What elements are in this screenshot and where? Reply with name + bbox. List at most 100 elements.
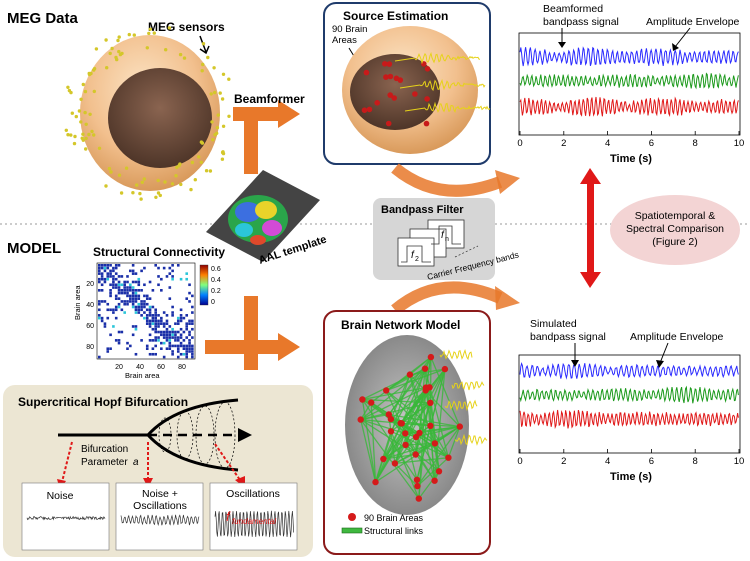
matrix-cell	[185, 327, 189, 331]
noise-trace	[26, 515, 106, 521]
structural-link	[405, 425, 460, 435]
matrix-cell	[106, 302, 110, 306]
model-title: MODEL	[7, 240, 61, 257]
sensor-dot	[92, 89, 97, 94]
matrix-cell	[134, 305, 138, 309]
aal-template	[206, 170, 320, 262]
matrix-cell	[98, 308, 101, 312]
sensor-dot	[117, 49, 121, 54]
matrix-cell	[143, 294, 146, 298]
connectivity-matrix	[96, 262, 209, 360]
structural-link	[416, 426, 461, 487]
matrix-cell	[131, 272, 135, 275]
matrix-cell	[134, 291, 138, 295]
matrix-cell	[185, 272, 189, 275]
sensor-dot	[69, 133, 73, 137]
matrix-cell	[179, 341, 183, 345]
matrix-cell	[114, 294, 118, 298]
matrix-cell	[131, 280, 135, 284]
legend-links-label: Structural links	[364, 526, 424, 536]
matrix-cell	[131, 264, 135, 267]
legend-link-icon	[341, 527, 363, 534]
matrix-cell	[145, 294, 149, 298]
sensor-dot	[79, 120, 83, 124]
matrix-cell	[151, 339, 155, 342]
comparison-ellipse	[610, 195, 740, 265]
sensor-dot	[227, 114, 231, 119]
matrix-cell	[191, 319, 194, 323]
matrix-cell	[131, 333, 135, 337]
sensor-dot	[221, 124, 226, 128]
sensor-dot	[77, 109, 82, 113]
sensor-dot	[104, 38, 108, 42]
matrix-cell	[157, 339, 160, 342]
y-tick-label: 60	[86, 323, 94, 330]
matrix-cell	[179, 327, 183, 331]
matrix-cell	[137, 308, 141, 312]
matrix-cell	[160, 316, 163, 320]
matrix-cell	[182, 352, 186, 356]
matrix-cell	[154, 352, 157, 356]
source-node	[387, 73, 394, 80]
structural-link	[425, 390, 436, 444]
sensor-dot	[221, 72, 226, 77]
matrix-cell	[145, 314, 149, 317]
legend-areas-label: 90 Brain Areas	[364, 513, 424, 523]
network-wave	[439, 349, 473, 361]
sensor-dot	[70, 111, 75, 115]
matrix-cell	[126, 289, 129, 292]
matrix-cell	[151, 347, 155, 350]
hopf-param-label-2: Parameter	[81, 457, 128, 468]
noise-oscillation-trace	[120, 514, 200, 526]
matrix-cell	[117, 339, 121, 342]
matrix-cell	[154, 339, 157, 342]
matrix-cell	[112, 308, 115, 312]
colorbar-tick: 0.2	[211, 288, 221, 295]
simulated-signal-green	[519, 385, 739, 404]
sensor-dot	[83, 110, 87, 115]
source-to-filter-arrow	[391, 163, 503, 197]
sensor-dot	[94, 47, 99, 51]
matrix-cell	[188, 347, 191, 350]
matrix-cell	[157, 275, 160, 278]
matrix-cell	[106, 308, 110, 312]
simulated-signal-blue	[519, 362, 739, 380]
matrix-cell	[137, 277, 141, 281]
source-node	[391, 95, 398, 101]
matrix-cell	[137, 289, 141, 292]
matrix-cell	[112, 275, 115, 278]
brain-node	[406, 371, 414, 378]
structural-link	[409, 374, 436, 481]
structural-link	[415, 436, 440, 472]
sensor-dot	[108, 51, 112, 56]
matrix-cell	[145, 302, 149, 306]
matrix-cell	[157, 325, 160, 328]
matrix-cell	[126, 347, 129, 350]
sensor-dot	[127, 32, 131, 37]
matrix-cell	[157, 330, 160, 334]
matrix-cell	[148, 325, 152, 328]
sensor-dot	[215, 126, 220, 130]
x-tick-label: 8	[693, 138, 698, 149]
source-dots	[361, 61, 431, 127]
structural-link	[404, 433, 436, 482]
matrix-cell	[191, 311, 194, 314]
bandpass-title: Bandpass Filter	[381, 204, 464, 216]
matrix-cell	[148, 314, 152, 317]
matrix-cell	[112, 311, 115, 314]
matrix-cell	[114, 266, 118, 270]
empirical-signal-red	[519, 96, 739, 118]
emp-envelope-pointer	[674, 27, 691, 48]
matrix-cell	[191, 355, 194, 359]
matrix-cell	[157, 314, 160, 317]
matrix-cell	[134, 327, 138, 331]
brain-node	[402, 441, 409, 449]
sensor-dot	[131, 191, 135, 195]
source-wave	[424, 101, 491, 113]
matrix-cell	[140, 302, 143, 306]
structural-link	[429, 368, 446, 426]
matrix-cell	[137, 305, 141, 309]
brain-node	[387, 428, 395, 435]
structural-link	[447, 426, 461, 458]
